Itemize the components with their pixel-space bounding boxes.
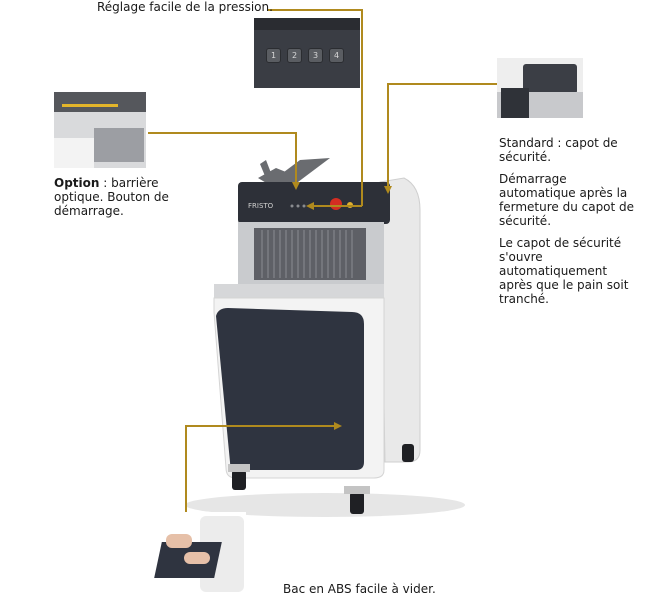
keypad-button-4: 4 xyxy=(329,48,344,63)
leader-left xyxy=(148,132,297,186)
callout-safety-cover: Standard : capot de sécurité. Démarrage … xyxy=(499,136,639,314)
callout-safety-line-3: Le capot de sécurité s'ouvre automatique… xyxy=(499,236,629,306)
leader-right xyxy=(387,83,497,190)
callout-safety-line-1: Standard : capot de sécurité. xyxy=(499,136,618,164)
slice-tray xyxy=(214,284,384,300)
abs-tray-inset xyxy=(148,512,246,594)
callout-pressure: Réglage facile de la pression. xyxy=(97,0,273,14)
leader-arrows xyxy=(292,182,392,430)
keypad-button-3: 3 xyxy=(308,48,323,63)
brand-label: FRISTO xyxy=(248,202,274,210)
callout-option: Option : barrière optique. Bouton de dém… xyxy=(54,176,172,218)
keypad-button-2: 2 xyxy=(287,48,302,63)
start-button-icon xyxy=(330,198,342,210)
callout-option-text: : barrière optique. Bouton de démarrage. xyxy=(54,176,169,218)
blade-lines xyxy=(261,230,353,278)
callout-safety-line-2: Démarrage automatique après la fermeture… xyxy=(499,172,635,228)
bread-guide xyxy=(258,158,330,188)
callout-option-bold: Option xyxy=(54,176,100,190)
wheel-brackets xyxy=(228,464,370,494)
front-door xyxy=(216,308,364,470)
optical-barrier-inset xyxy=(54,92,146,168)
safety-cover-inset xyxy=(497,58,583,118)
callout-tray: Bac en ABS facile à vider. xyxy=(283,582,436,596)
wheels xyxy=(232,444,414,514)
indicator-dots xyxy=(290,204,306,208)
leader-top xyxy=(268,9,363,206)
floor-shadow xyxy=(185,493,465,517)
keypad-inset: 1 2 3 4 xyxy=(254,18,360,88)
keypad-button-1: 1 xyxy=(266,48,281,63)
